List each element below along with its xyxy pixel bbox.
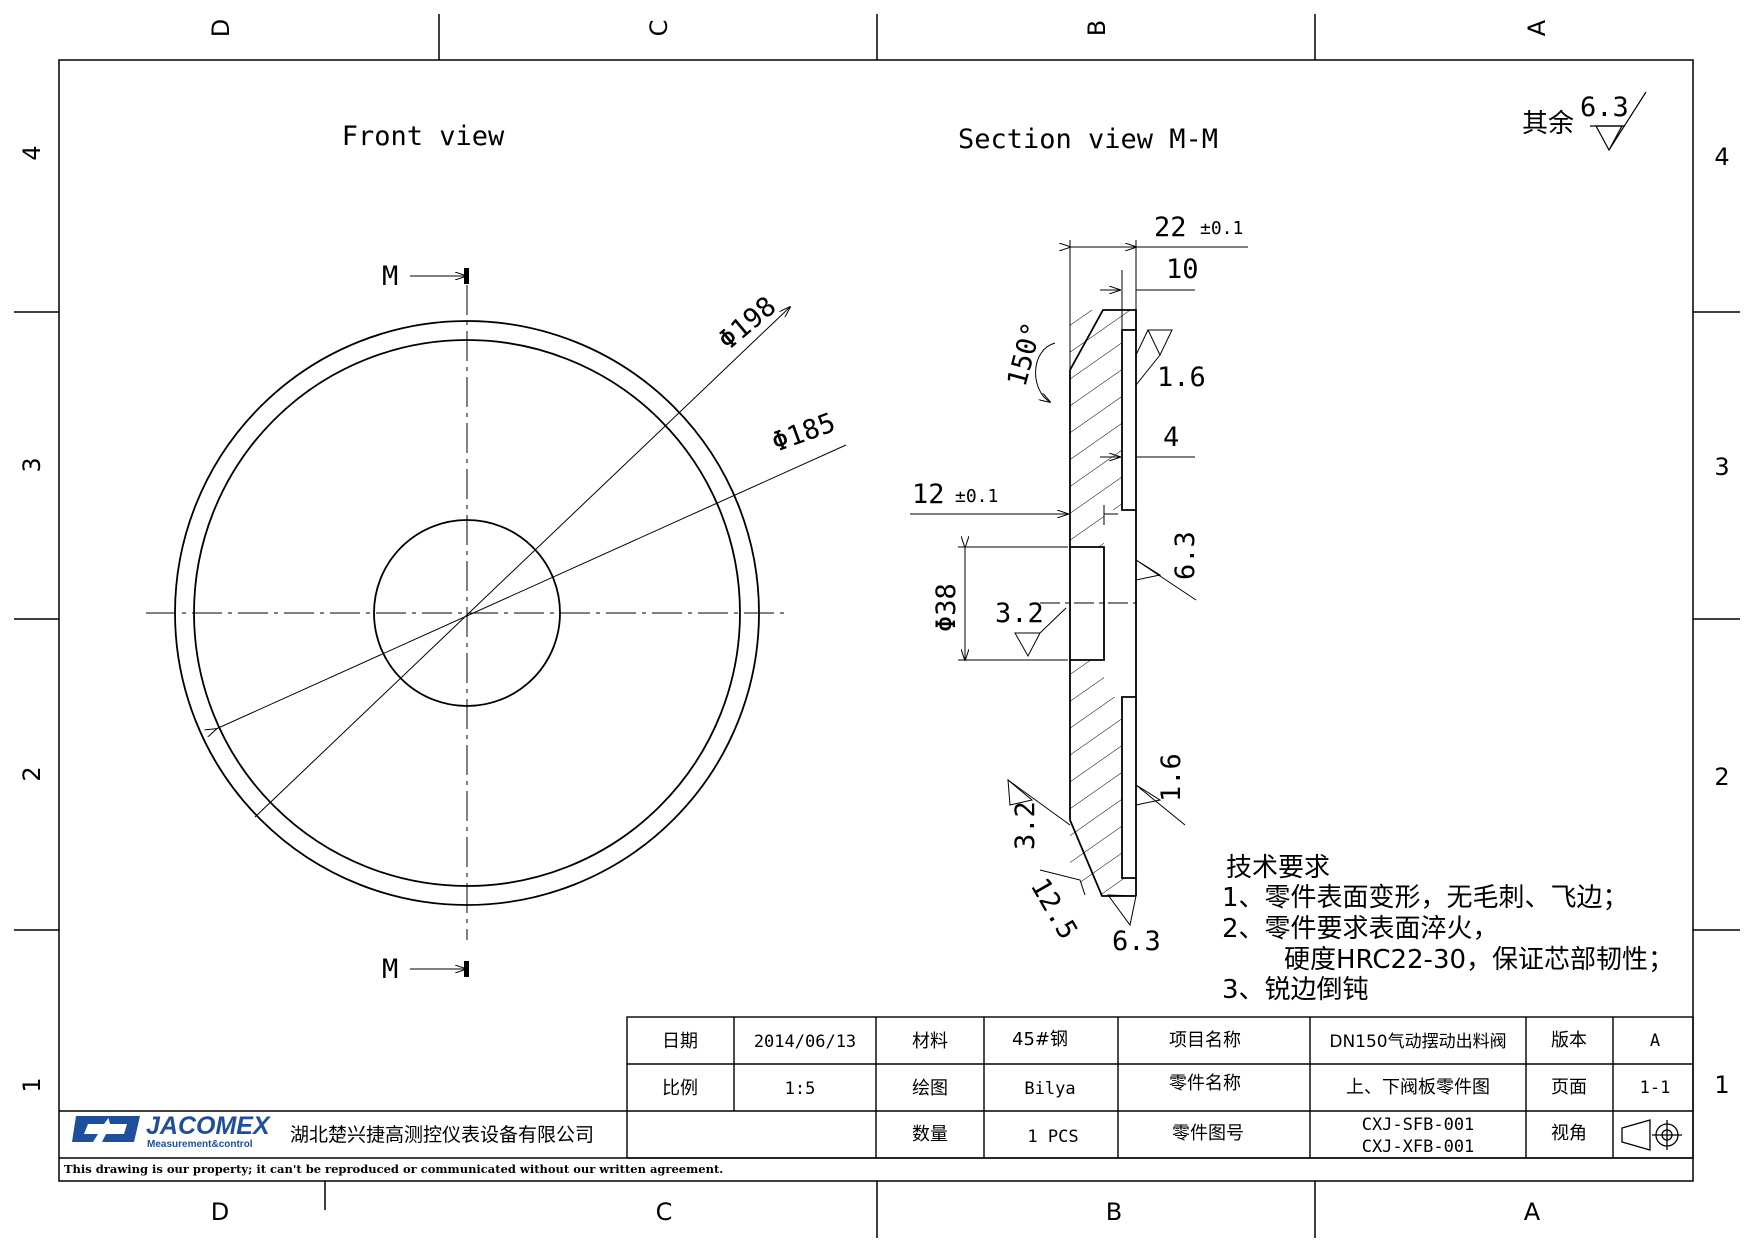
tb-scale-value: 1:5 [785, 1079, 816, 1099]
svg-text:6.3: 6.3 [1580, 92, 1629, 123]
zone-left-4: 4 [18, 145, 46, 160]
section-view-title: Section view M-M [958, 124, 1218, 155]
company-logo-icon [72, 1116, 140, 1142]
tb-page-value: 1-1 [1640, 1078, 1671, 1098]
front-view [146, 268, 847, 977]
dim-hub-tol: ±0.1 [955, 486, 998, 507]
dim-depth-10: 10 [1166, 254, 1199, 285]
default-roughness-symbol: 其余 6.3 [1522, 91, 1647, 152]
roughness-right: 6.3 [1170, 531, 1201, 580]
company-name: 湖北楚兴捷高测控仪表设备有限公司 [290, 1124, 594, 1146]
tb-version-value: A [1650, 1031, 1660, 1051]
tech-req-line-2: 2、零件要求表面淬火， [1222, 914, 1499, 944]
roughness-left: 3.2 [1010, 801, 1041, 850]
zone-bottom-d: D [211, 1198, 229, 1226]
dim-thickness: 22 [1154, 212, 1187, 243]
projection-symbol-icon [1621, 1119, 1682, 1151]
roughness-top: 1.6 [1157, 362, 1206, 393]
roughness-bore: 3.2 [995, 598, 1044, 629]
dim-thickness-tol: ±0.1 [1200, 218, 1243, 239]
dim-depth-4: 4 [1163, 422, 1179, 453]
tech-req-heading: 技术要求 [1226, 853, 1330, 883]
tb-projection-label: 视角 [1551, 1123, 1587, 1144]
svg-text:其余: 其余 [1522, 109, 1574, 139]
tech-req-line-3: 硬度HRC22-30，保证芯部韧性； [1284, 945, 1674, 975]
cut-label-top: M [382, 261, 398, 292]
roughness-lower: 1.6 [1156, 753, 1187, 802]
zone-top-d: D [207, 19, 235, 37]
roughness-chamfer: 12.5 [1024, 873, 1083, 945]
tb-part-no-label: 零件图号 [1172, 1123, 1244, 1144]
tb-drawn-label: 绘图 [912, 1078, 948, 1099]
front-view-title: Front view [342, 121, 505, 152]
section-view [910, 240, 1248, 927]
tb-scale-label: 比例 [662, 1078, 698, 1099]
tb-quantity-label: 数量 [912, 1124, 948, 1145]
tb-material-label: 材料 [912, 1031, 948, 1052]
tb-part-no-2: CXJ-XFB-001 [1362, 1137, 1475, 1157]
roughness-bottom: 6.3 [1112, 926, 1161, 957]
tb-part-name-label: 零件名称 [1169, 1073, 1241, 1094]
tb-part-name-value: 上、下阀板零件图 [1346, 1077, 1490, 1098]
zone-right-2: 2 [1714, 763, 1729, 791]
zone-right-1: 1 [1714, 1071, 1729, 1099]
tb-material-value: 45#钢 [1012, 1029, 1068, 1050]
tb-quantity-value: 1 PCS [1027, 1127, 1078, 1147]
zone-left-2: 2 [18, 766, 46, 781]
footer-note: This drawing is our property; it can't b… [64, 1162, 723, 1176]
company-brand-sub: Measurement&control [147, 1139, 253, 1150]
zone-bottom-a: A [1524, 1198, 1541, 1226]
zone-bottom-c: C [656, 1198, 673, 1226]
zone-top-a: A [1523, 19, 1551, 36]
zone-bottom-b: B [1106, 1198, 1122, 1226]
company-brand: JACOMEX [146, 1112, 271, 1140]
tb-version-label: 版本 [1551, 1030, 1587, 1051]
tb-date-value: 2014/06/13 [754, 1032, 856, 1052]
cut-label-bottom: M [382, 954, 398, 985]
dim-bore-diameter: Φ38 [931, 583, 962, 632]
zone-top-b: B [1083, 20, 1111, 36]
title-block-grid [59, 1016, 1694, 1159]
tb-page-label: 页面 [1551, 1077, 1587, 1098]
tb-project-value: DN150气动摆动出料阀 [1329, 1032, 1506, 1052]
dim-hub-length: 12 [912, 479, 945, 510]
tb-part-no-1: CXJ-SFB-001 [1362, 1115, 1475, 1135]
tb-drawn-value: Bilya [1024, 1079, 1075, 1099]
tb-date-label: 日期 [662, 1031, 698, 1052]
zone-left-3: 3 [18, 457, 46, 472]
tech-req-line-4: 3、锐边倒钝 [1222, 975, 1369, 1005]
dim-chamfer-angle: 150° [1002, 319, 1049, 390]
sheet-border [14, 14, 1740, 1238]
tb-project-label: 项目名称 [1169, 1030, 1241, 1051]
tech-req-line-1: 1、零件表面变形，无毛刺、飞边； [1222, 883, 1629, 913]
dim-outer-diameter: Φ198 [713, 291, 783, 357]
zone-right-3: 3 [1714, 453, 1729, 481]
dim-inner-diameter: Φ185 [768, 407, 840, 458]
zone-top-c: C [645, 20, 673, 37]
zone-right-4: 4 [1714, 143, 1729, 171]
zone-left-1: 1 [18, 1077, 46, 1092]
